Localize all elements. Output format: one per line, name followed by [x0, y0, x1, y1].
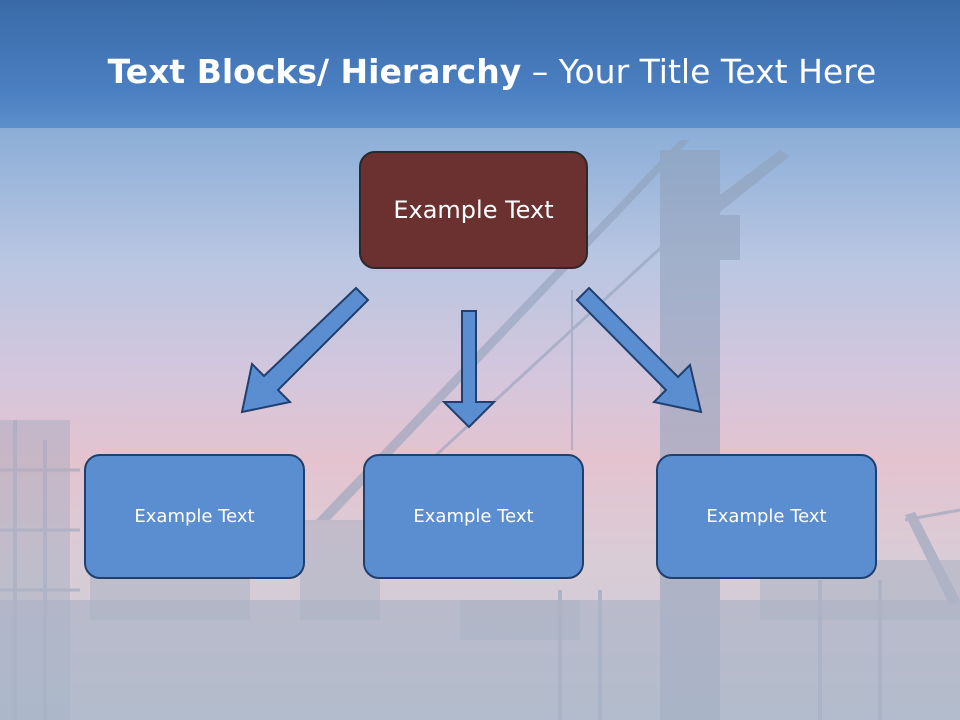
child-box-right: Example Text: [656, 454, 877, 579]
arrow-left: [240, 286, 370, 414]
arrow-right: [575, 286, 703, 414]
title-bold-part: Text Blocks/ Hierarchy: [107, 52, 522, 91]
arrow-center: [441, 310, 497, 429]
child-box-left: Example Text: [84, 454, 305, 579]
child-box-center: Example Text: [363, 454, 584, 579]
title-bar: Text Blocks/ Hierarchy – Your Title Text…: [0, 0, 960, 128]
top-level-box: Example Text: [359, 151, 588, 269]
title-regular-part: – Your Title Text Here: [521, 52, 877, 91]
slide-title: Text Blocks/ Hierarchy – Your Title Text…: [0, 52, 960, 91]
